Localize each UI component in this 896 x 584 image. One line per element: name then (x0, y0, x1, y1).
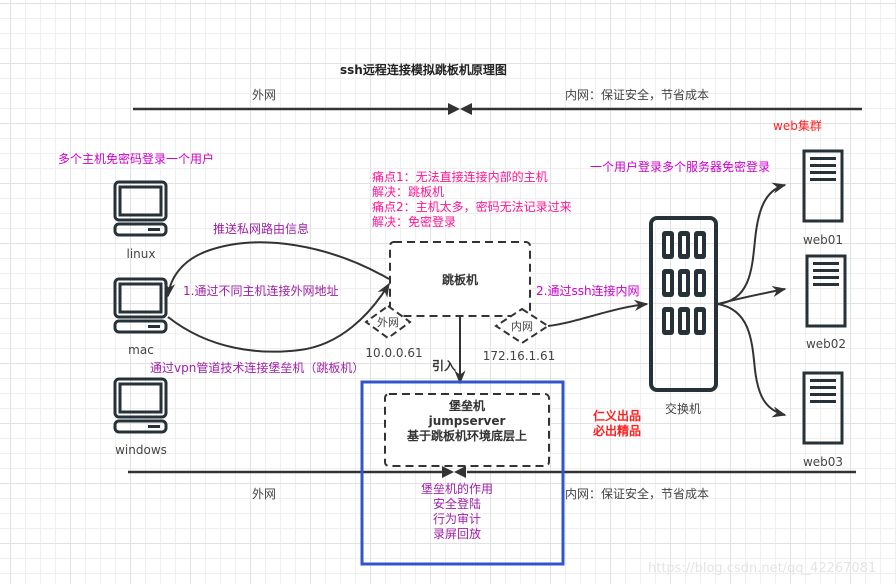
step1-label: 1.通过不同主机连接外网地址 (183, 284, 339, 298)
bastion-title: 堡垒机 (448, 399, 486, 413)
switch-web02-arrow (717, 285, 787, 305)
computer-icon (113, 180, 168, 237)
bastion-product: jumpserver (428, 414, 506, 428)
outer-port-label: 外网 (377, 316, 399, 329)
server-label-web03: web03 (802, 455, 844, 469)
pain-point-2: 痛点2：主机太多，密码无法记录过来 (372, 200, 572, 214)
host-label-mac: mac (128, 343, 154, 357)
brand-slogan: 仁义出品 必出精品 (593, 409, 641, 439)
server-icon (802, 149, 844, 223)
jump-host-label: 跳板机 (441, 273, 479, 287)
outer-ip-label: 10.0.0.61 (365, 346, 423, 360)
solution-1: 解决：跳板机 (372, 185, 445, 199)
switch-label: 交换机 (664, 402, 702, 416)
push-route-label: 推送私网路由信息 (213, 222, 310, 236)
clients-heading: 多个主机免密码登录一个用户 (58, 152, 215, 166)
top-outer-zone-label: 外网 (252, 88, 277, 102)
introduce-label: 引入 (432, 359, 457, 373)
computer-icon (113, 277, 168, 334)
server-icon (805, 254, 847, 328)
bastion-frame (360, 380, 565, 566)
web-cluster-heading: web集群 (773, 119, 822, 133)
inner-port-diamond (494, 307, 550, 345)
step2-label: 2.通过ssh连接内网 (536, 284, 640, 298)
server-label-web01: web01 (802, 233, 844, 247)
bastion-role-item: 安全登陆 (432, 497, 482, 511)
bottom-outer-zone-label: 外网 (252, 487, 277, 501)
vpn-label: 通过vpn管道技术连接堡垒机（跳板机） (150, 361, 365, 375)
solution-2: 解决：免密登录 (372, 215, 457, 229)
inner-port-label: 内网 (511, 320, 533, 333)
bottom-inner-zone-label: 内网：保证安全，节省成本 (565, 487, 710, 501)
bottom-zone-divider (128, 466, 856, 478)
brand-line-1: 仁义出品 (592, 409, 642, 423)
server-icon (802, 371, 844, 445)
inner-ip-label: 172.16.1.61 (482, 349, 556, 363)
top-zone-divider (133, 103, 862, 115)
watermark: https://blog.csdn.net/qq_42267081 (648, 561, 877, 576)
diagram-title: ssh远程连接模拟跳板机原理图 (340, 63, 507, 77)
bastion-role-item: 录屏回放 (432, 527, 482, 541)
push-route-arrow (164, 241, 390, 298)
ssh-inner-arrow (547, 299, 649, 327)
top-inner-zone-label: 内网：保证安全，节省成本 (565, 88, 710, 102)
vpn-arrow (167, 282, 390, 353)
one-user-many-servers-label: 一个用户登录多个服务器免密登录 (590, 160, 771, 174)
computer-icon (113, 377, 168, 434)
switch-web01-arrow (717, 182, 787, 305)
switch-icon (649, 216, 718, 392)
switch-web03-arrow (717, 303, 787, 418)
bastion-inner-box (384, 393, 550, 467)
pain-points: 痛点1：无法直接连接内部的主机 解决：跳板机 痛点2：主机太多，密码无法记录过来… (372, 170, 572, 230)
server-label-web02: web02 (805, 337, 847, 351)
bastion-roles-heading: 堡垒机的作用 (420, 482, 494, 496)
bastion-basis: 基于跳板机环境底层上 (406, 429, 528, 443)
outer-port-diamond (364, 304, 412, 340)
host-label-windows: windows (115, 443, 167, 457)
bastion-role-item: 行为审计 (432, 512, 482, 526)
brand-line-2: 必出精品 (592, 424, 642, 438)
bastion-description: 堡垒机 jumpserver 基于跳板机环境底层上 (407, 399, 527, 444)
host-label-linux: linux (126, 247, 156, 261)
bastion-roles: 堡垒机的作用 安全登陆 行为审计 录屏回放 (421, 482, 493, 542)
pain-point-1: 痛点1：无法直接连接内部的主机 (372, 170, 548, 184)
